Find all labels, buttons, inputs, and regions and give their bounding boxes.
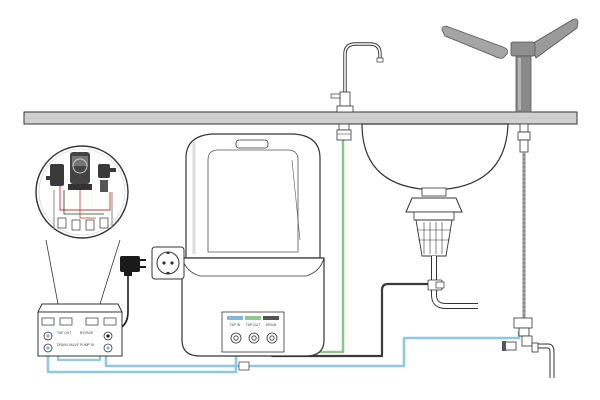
tube-blue-feed-line: [104, 330, 521, 368]
countertop: [23, 111, 578, 125]
magnified-internal-schematic: [46, 152, 116, 231]
tube-tee-fittings: [238, 281, 445, 371]
faucet-supply-hose: [502, 123, 555, 378]
tube-blue-feed-to-filter: [46, 344, 238, 374]
power-adapter-icon: [120, 256, 146, 276]
control-port-label-drain-valve: DRAIN VALVE: [57, 343, 80, 347]
sink-drain-trap: [405, 197, 478, 309]
kitchen-faucet: [441, 18, 579, 113]
filter-port-label-tap-in: TAP IN: [230, 323, 241, 327]
filter-port-label-tap-out: TAP OUT: [246, 323, 260, 327]
control-port-label-bypass: BYPASS: [80, 331, 94, 335]
control-box: TAP OUT DRAIN VALVE BYPASS PUMP IN: [37, 303, 123, 357]
ro-drinking-faucet: [330, 42, 384, 141]
filter-port-label-drain: DRAIN: [266, 323, 277, 327]
tube-dark-drain-line: [270, 282, 436, 358]
control-port-label-pump-in: PUMP IN: [80, 343, 95, 347]
ro-filter-unit: TAP IN TAP OUT DRAIN: [181, 133, 325, 357]
power-socket-icon: [151, 246, 185, 280]
control-port-label-tap-out: TAP OUT: [57, 331, 71, 335]
sink-bowl: [361, 123, 509, 197]
